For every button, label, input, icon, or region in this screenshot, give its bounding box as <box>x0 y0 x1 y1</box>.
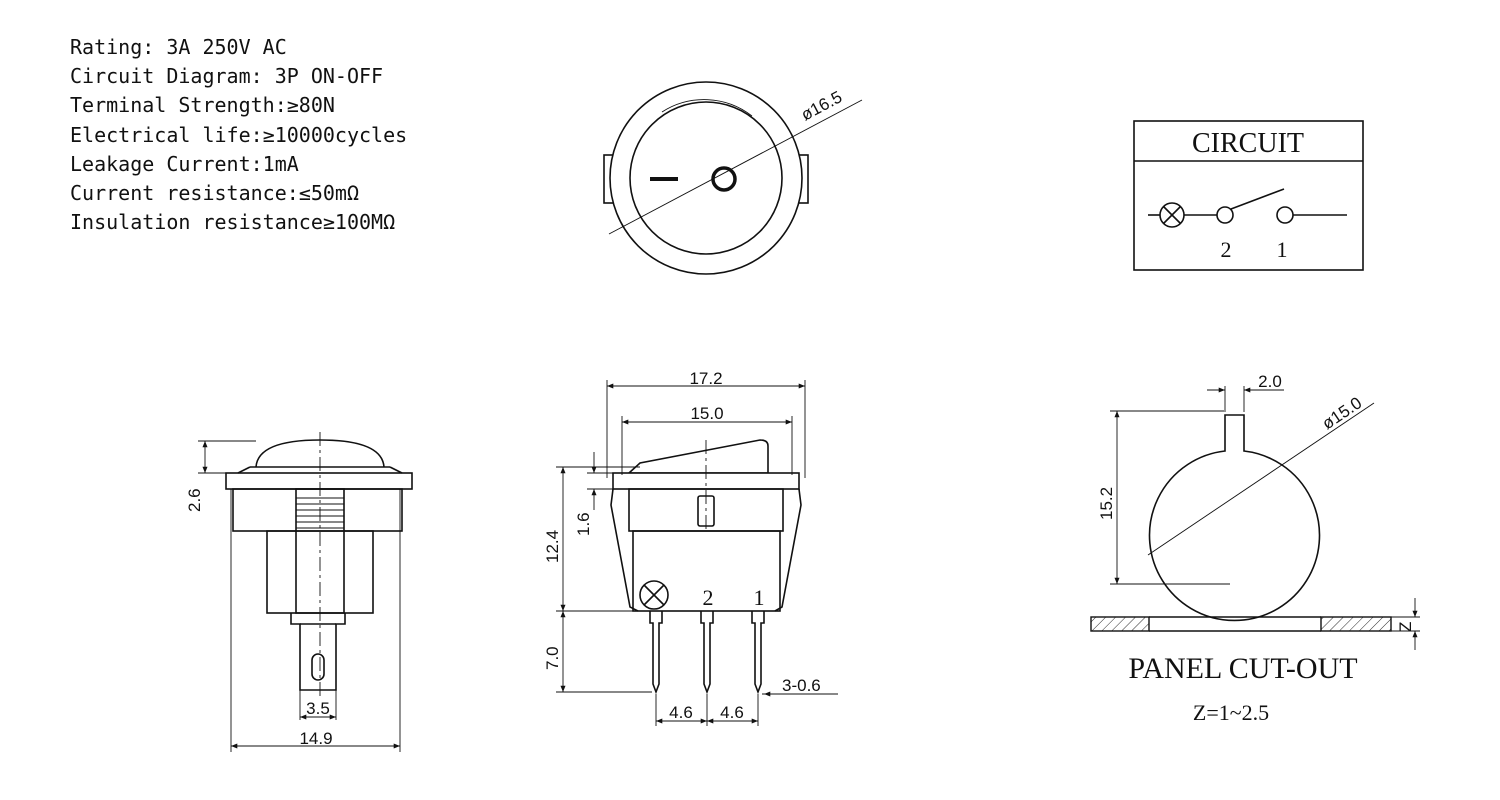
spec-insulation-resistance: Insulation resistance≥100MΩ <box>70 210 395 234</box>
circuit-label-1: 1 <box>1277 237 1288 262</box>
main-view-dim-outer-width: 17.2 <box>689 369 722 388</box>
spec-leakage-current: Leakage Current:1mA <box>70 152 299 176</box>
main-view-rocker <box>626 439 769 474</box>
main-view-terminals <box>649 611 765 695</box>
circuit-switch-lever <box>1230 188 1285 210</box>
spec-list: Rating: 3A 250V AC Circuit Diagram: 3P O… <box>70 35 407 234</box>
cutout-dim-thickness: Z <box>1396 622 1415 632</box>
panel-section-left <box>1090 616 1150 632</box>
front-view: ø16.5 <box>603 81 863 275</box>
main-view-dim-body-height: 12.4 <box>543 530 562 563</box>
circuit-label-2: 2 <box>1221 237 1232 262</box>
main-view-dim-pitch-1: 4.6 <box>669 703 693 722</box>
main-view-lamp-icon <box>639 580 669 610</box>
main-view-terminal-label-1: 1 <box>754 585 765 610</box>
cutout-dim-height: 15.2 <box>1097 487 1116 520</box>
front-view-diameter-leader <box>608 99 863 235</box>
main-view-lower-body <box>632 530 781 612</box>
lamp-icon <box>1159 202 1185 228</box>
main-view-right-clip <box>774 488 802 612</box>
cutout-z-range: Z=1~2.5 <box>1193 700 1269 725</box>
main-view: 2 1 17.2 15.0 1.6 12.4 7.0 <box>543 369 838 726</box>
circuit-contact-1 <box>1276 206 1294 224</box>
cutout-diameter-leader <box>1147 402 1375 556</box>
circuit-box: CIRCUIT 2 1 <box>1133 120 1364 271</box>
main-view-dim-pitch-2: 4.6 <box>720 703 744 722</box>
panel-cutout: 2.0 ø15.0 15.2 Z PANEL CUT-OUT Z=1~2.5 <box>1090 372 1420 725</box>
side-view-dim-total-width: 14.9 <box>299 729 332 748</box>
side-view-flange <box>225 472 413 490</box>
circuit-contact-2 <box>1216 206 1234 224</box>
cutout-shape <box>1148 414 1321 622</box>
main-view-terminal-label-2: 2 <box>703 585 714 610</box>
main-view-dim-inner-width: 15.0 <box>690 404 723 423</box>
cutout-dim-key: 2.0 <box>1258 372 1282 391</box>
main-view-dim-terminal-size: 3-0.6 <box>782 676 821 695</box>
side-view-terminal-hole <box>311 653 325 681</box>
spec-rating: Rating: 3A 250V AC <box>70 35 287 59</box>
spec-current-resistance: Current resistance:≤50mΩ <box>70 181 359 205</box>
cutout-title: PANEL CUT-OUT <box>1128 652 1357 685</box>
spec-electrical-life: Electrical life:≥10000cycles <box>70 123 407 147</box>
main-view-dim-flange: 1.6 <box>574 512 593 536</box>
circuit-title: CIRCUIT <box>1192 128 1304 159</box>
spec-circuit-diagram: Circuit Diagram: 3P ON-OFF <box>70 64 383 88</box>
front-view-bezel <box>609 81 803 275</box>
side-view-dim-height: 2.6 <box>185 488 204 512</box>
main-view-dim-terminal-length: 7.0 <box>543 646 562 670</box>
circuit-frame <box>1133 120 1364 271</box>
front-view-rocker-edge <box>661 99 753 117</box>
spec-terminal-strength: Terminal Strength:≥80N <box>70 93 335 117</box>
panel-section-right <box>1320 616 1392 632</box>
cutout-dim-diameter: ø15.0 <box>1319 393 1366 433</box>
side-view-dim-terminal-width: 3.5 <box>306 699 330 718</box>
side-view-terminal <box>290 613 346 691</box>
side-view: 2.6 3.5 14.9 <box>185 432 413 752</box>
front-view-rocker <box>629 101 783 255</box>
main-view-left-clip <box>610 488 639 612</box>
front-view-diameter-label: ø16.5 <box>798 87 845 124</box>
